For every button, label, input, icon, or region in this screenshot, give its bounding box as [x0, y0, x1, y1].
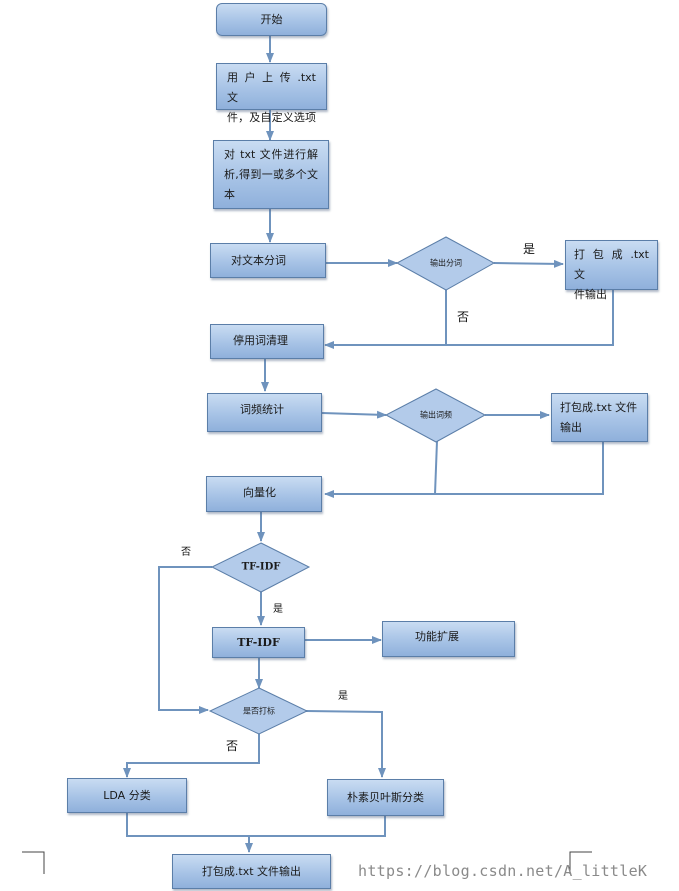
edge-outputseg-pack1-yes	[493, 259, 564, 268]
vectorize-label: 向量化	[243, 486, 276, 499]
stopword-label: 停用词清理	[233, 334, 288, 347]
label-yes-3: 是	[338, 691, 348, 702]
label-yes-2: 是	[273, 604, 283, 615]
tfidf-process-node: TF-IDF	[212, 627, 305, 658]
lda-node: LDA 分类	[67, 778, 187, 813]
corner-mark-left	[22, 851, 45, 874]
corner-mark-right	[569, 851, 592, 874]
upload-node: 用 户 上 传 .txt 文 件，及自定义选项	[216, 63, 327, 124]
pack-freq-label-1: 打包成.txt 文件	[560, 401, 638, 414]
watermark: https://blog.csdn.net/A_littleK	[358, 862, 648, 880]
edge-pack2-vector	[324, 442, 604, 498]
decision-output-freq-shape	[384, 388, 487, 443]
start-label: 开始	[260, 12, 283, 26]
final-output-label: 打包成.txt 文件输出	[202, 862, 301, 882]
pack-seg-label-1: 打 包 成 .txt 文	[574, 248, 649, 281]
edge-outputfreq-vector	[434, 440, 438, 495]
parse-label-1: 对 txt 文件进行解	[224, 148, 318, 161]
bayes-label: 朴素贝叶斯分类	[347, 790, 424, 804]
extend-label: 功能扩展	[415, 630, 459, 643]
decision-label-label: 是否打标	[243, 706, 275, 716]
edge-label-bayes-yes	[305, 710, 386, 778]
vectorize-node: 向量化	[206, 476, 322, 512]
upload-label-1: 用 户 上 传 .txt 文	[227, 71, 316, 104]
decision-output-seg-shape	[395, 236, 496, 291]
freq-node: 词频统计	[207, 393, 322, 432]
label-no-2: 否	[181, 547, 191, 558]
parse-label-2: 析,得到一或多个文	[224, 168, 318, 181]
freq-label: 词频统计	[240, 403, 284, 416]
segment-label: 对文本分词	[231, 254, 286, 267]
label-no-1: 否	[457, 310, 470, 324]
pack-freq-label-2: 输出	[560, 421, 582, 434]
decision-tfidf-shape	[210, 542, 311, 593]
decision-tfidf-label: TF-IDF	[241, 561, 281, 573]
lda-label: LDA 分类	[103, 788, 151, 802]
parse-label-3: 本	[224, 188, 235, 201]
final-output-text: 打包成.txt 文件输出	[201, 864, 302, 878]
pack-seg-node: 打 包 成 .txt 文 件输出	[565, 240, 658, 301]
pack-seg-label-2: 件输出	[574, 288, 607, 301]
start-node: 开始	[216, 3, 327, 36]
decision-output-seg-label: 输出分词	[430, 258, 462, 268]
decision-label-shape	[208, 687, 309, 735]
upload-label-2: 件，及自定义选项	[227, 111, 316, 124]
tfidf-process-label: TF-IDF	[237, 635, 280, 649]
pack-freq-node: 打包成.txt 文件 输出	[551, 393, 648, 442]
bayes-node: 朴素贝叶斯分类	[327, 779, 444, 816]
edge-label-lda-no	[123, 734, 260, 778]
edge-freq-outputfreq	[321, 410, 387, 419]
stopword-node: 停用词清理	[210, 324, 324, 359]
label-no-3: 否	[226, 739, 239, 753]
parse-node: 对 txt 文件进行解 析,得到一或多个文 本	[213, 140, 329, 209]
edge-lda-merge	[126, 813, 386, 837]
edge-pack1-stopword	[324, 290, 614, 349]
edge-tfidf-label-no	[158, 566, 212, 714]
decision-output-freq-label: 输出词频	[420, 410, 452, 420]
final-output-node: 打包成.txt 文件输出	[172, 854, 331, 889]
extend-node: 功能扩展	[382, 621, 515, 657]
segment-node: 对文本分词	[210, 243, 326, 278]
label-yes-1: 是	[523, 242, 536, 256]
